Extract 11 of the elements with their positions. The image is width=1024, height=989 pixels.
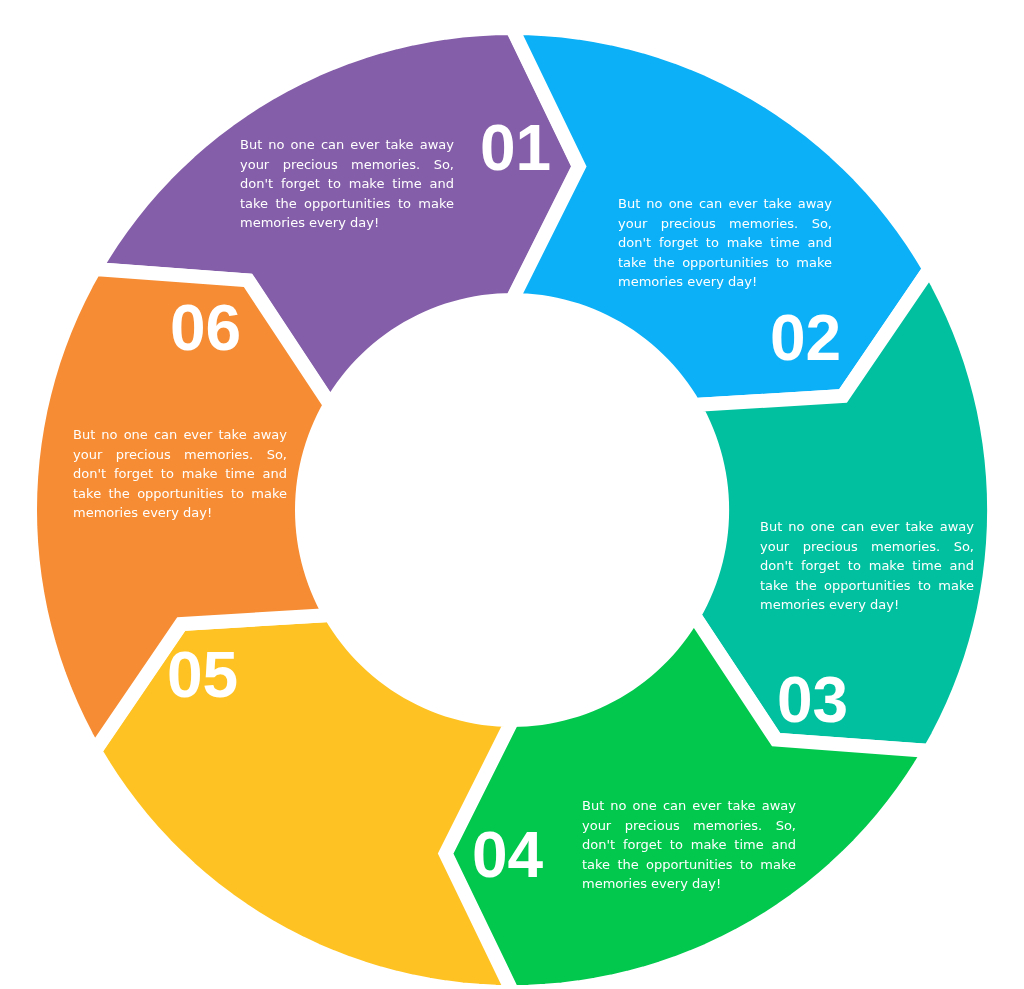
description-text: But no one can ever take away your precious memories. So, don't forget to make time and take the opportunities to make memories every day!	[240, 136, 454, 233]
step-number: 06	[170, 296, 242, 360]
step-number: 05	[167, 643, 239, 707]
description-text: But no one can ever take away your precious memories. So, don't forget to make time and take the opportunities to make memories every day!	[618, 195, 832, 292]
step-number: 04	[472, 823, 544, 887]
step-number: 02	[770, 306, 842, 370]
step-number: 01	[480, 116, 552, 180]
description-text: But no one can ever take away your precious memories. So, don't forget to make time and take the opportunities to make memories every day!	[582, 797, 796, 894]
step-number: 03	[777, 668, 849, 732]
description-text: But no one can ever take away your precious memories. So, don't forget to make time and take the opportunities to make memories every day!	[760, 518, 974, 615]
description-text: But no one can ever take away your precious memories. So, don't forget to make time and take the opportunities to make memories every day!	[73, 426, 287, 523]
